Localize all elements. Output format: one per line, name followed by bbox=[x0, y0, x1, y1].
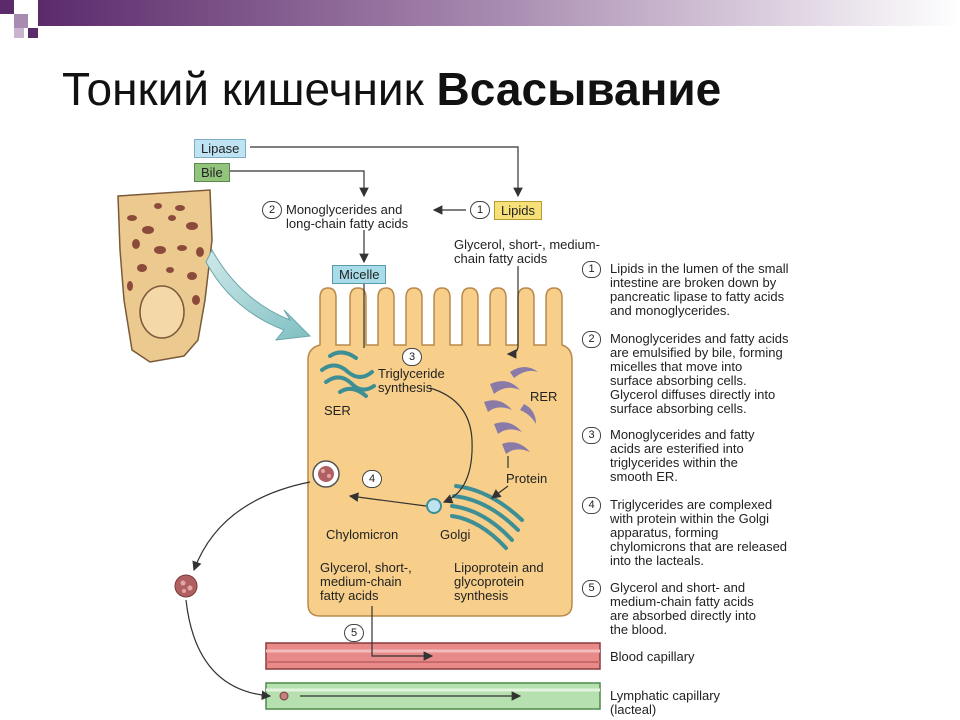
note-4-number: 4 bbox=[582, 497, 601, 514]
step-3-marker: 3 bbox=[402, 348, 422, 366]
glycerol-top-label: Glycerol, short-, medium- chain fatty ac… bbox=[454, 237, 600, 266]
title-bar-decoration bbox=[0, 0, 960, 38]
rer-label: RER bbox=[530, 389, 558, 404]
note-5-text: Glycerol and short- and medium-chain fat… bbox=[610, 580, 756, 637]
golgi-organelle bbox=[450, 484, 524, 550]
lipids-box: Lipids bbox=[494, 201, 542, 220]
note-4-text: Triglycerides are complexed with protein… bbox=[610, 497, 788, 568]
note-2-number: 2 bbox=[582, 331, 601, 348]
note-4: 4 Triglycerides are complexed with prote… bbox=[582, 497, 788, 568]
bile-box: Bile bbox=[194, 163, 230, 182]
note-3: 3 Monoglycerides and fatty acids are est… bbox=[582, 427, 755, 484]
chylomicron-label: Chylomicron bbox=[326, 527, 399, 542]
note-1: 1 Lipids in the lumen of the small intes… bbox=[582, 261, 789, 318]
step-4-marker: 4 bbox=[362, 470, 382, 488]
note-5-number: 5 bbox=[582, 580, 601, 597]
note-2: 2 Monoglycerides and fatty acids are emu… bbox=[582, 331, 789, 416]
note-3-number: 3 bbox=[582, 427, 601, 444]
golgi-vesicle bbox=[426, 498, 442, 514]
title-regular: Тонкий кишечник bbox=[62, 63, 437, 115]
blood-capillary-vessel bbox=[265, 642, 601, 670]
note-2-text: Monoglycerides and fatty acids are emuls… bbox=[610, 331, 789, 416]
step-1-marker: 1 bbox=[470, 201, 490, 219]
monoglycerides-label: Monoglycerides and long-chain fatty acid… bbox=[286, 202, 409, 231]
chylomicron-in-cell bbox=[312, 460, 340, 488]
triglyceride-label: Triglyceride synthesis bbox=[378, 366, 445, 395]
rer-organelle bbox=[484, 367, 538, 454]
enterocyte-thumbnail bbox=[117, 189, 213, 363]
note-1-text: Lipids in the lumen of the small intesti… bbox=[610, 261, 789, 318]
zoom-arrow bbox=[205, 248, 312, 341]
note-5: 5 Glycerol and short- and medium-chain f… bbox=[582, 580, 756, 637]
note-1-number: 1 bbox=[582, 261, 601, 278]
micelle-box: Micelle bbox=[332, 265, 387, 284]
ser-label: SER bbox=[324, 403, 351, 418]
ser-organelle bbox=[320, 350, 376, 398]
note-3-text: Monoglycerides and fatty acids are ester… bbox=[610, 427, 755, 484]
title-bold: Всасывание bbox=[436, 63, 722, 115]
blood-capillary-label: Blood capillary bbox=[610, 649, 695, 664]
protein-label: Protein bbox=[506, 471, 548, 486]
golgi-label: Golgi bbox=[440, 527, 471, 542]
step-2-marker: 2 bbox=[262, 201, 282, 219]
lipoprotein-label: Lipoprotein and glycoprotein synthesis bbox=[454, 560, 544, 603]
lipase-box: Lipase bbox=[194, 139, 247, 158]
glycerol-bottom-label: Glycerol, short-, medium-chain fatty aci… bbox=[320, 560, 412, 603]
lymphatic-capillary-label: Lymphatic capillary (lacteal) bbox=[610, 688, 721, 717]
step-5-marker: 5 bbox=[344, 624, 364, 642]
chylomicron-released bbox=[174, 574, 198, 598]
page-title: Тонкий кишечник Всасывание bbox=[62, 62, 721, 116]
